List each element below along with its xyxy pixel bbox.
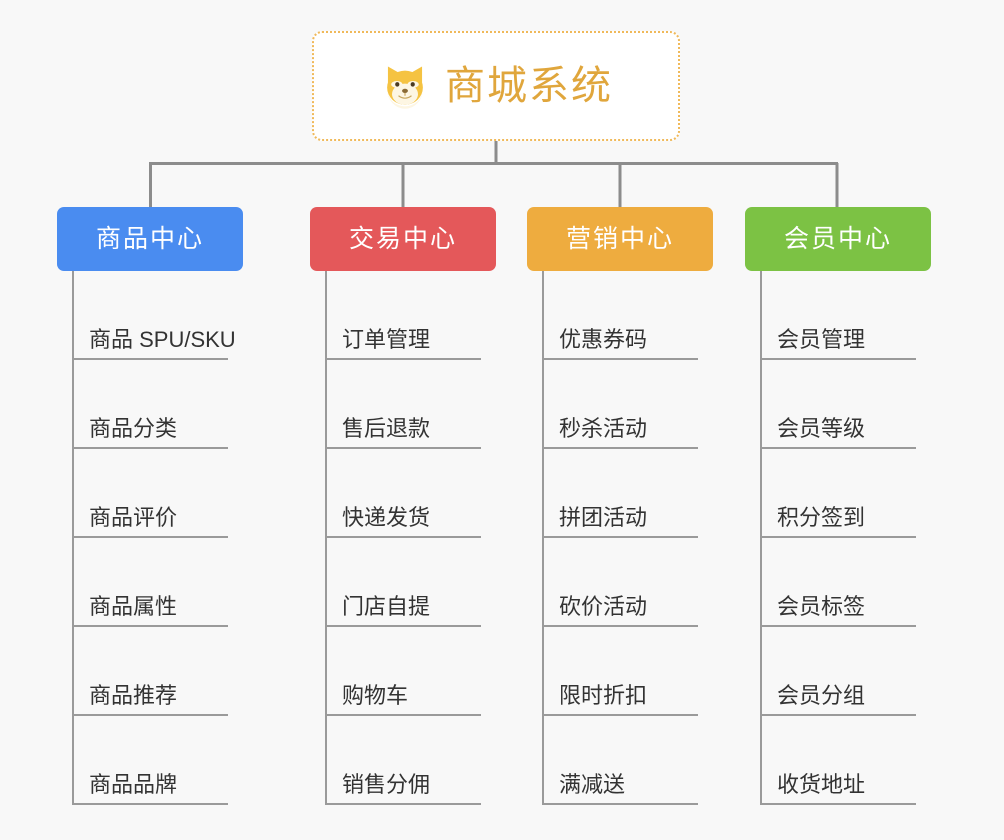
branch-label: 交易中心 <box>348 224 457 253</box>
leaf-list-product-center: 商品 SPU/SKU 商品分类 商品评价 商品属性 商品推荐 商品品牌 <box>57 271 243 805</box>
leaf-label: 商品品牌 <box>89 772 178 797</box>
leaf-item[interactable]: 拼团活动 <box>527 449 713 538</box>
leaf-underline <box>542 536 698 538</box>
leaf-item[interactable]: 订单管理 <box>310 271 496 360</box>
leaf-label: 商品 SPU/SKU <box>89 327 236 352</box>
leaf-spine <box>325 271 327 805</box>
leaf-label: 砍价活动 <box>559 594 648 619</box>
leaf-label: 购物车 <box>342 683 409 708</box>
leaf-list-trade-center: 订单管理 售后退款 快递发货 门店自提 购物车 销售分佣 <box>310 271 496 805</box>
leaf-item[interactable]: 积分签到 <box>745 449 931 538</box>
leaf-spine <box>760 271 762 805</box>
branch-header-product-center[interactable]: 商品中心 <box>57 207 243 271</box>
leaf-label: 商品推荐 <box>89 683 178 708</box>
leaf-underline <box>760 358 916 360</box>
leaf-underline <box>72 625 228 627</box>
leaf-item[interactable]: 商品评价 <box>57 449 243 538</box>
branch-header-trade-center[interactable]: 交易中心 <box>310 207 496 271</box>
leaf-underline <box>325 358 481 360</box>
branch-member-center: 会员中心 会员管理 会员等级 积分签到 会员标签 会员分组 <box>745 207 931 805</box>
leaf-underline <box>760 803 916 805</box>
root-title: 商城系统 <box>445 64 613 108</box>
leaf-item[interactable]: 售后退款 <box>310 360 496 449</box>
leaf-item[interactable]: 限时折扣 <box>527 627 713 716</box>
leaf-label: 商品属性 <box>89 594 178 619</box>
leaf-underline <box>542 714 698 716</box>
leaf-item[interactable]: 销售分佣 <box>310 716 496 805</box>
leaf-underline <box>542 447 698 449</box>
leaf-item[interactable]: 满减送 <box>527 716 713 805</box>
leaf-underline <box>760 447 916 449</box>
leaf-item[interactable]: 秒杀活动 <box>527 360 713 449</box>
leaf-spine <box>72 271 74 805</box>
branch-marketing-center: 营销中心 优惠券码 秒杀活动 拼团活动 砍价活动 限时折扣 <box>527 207 713 805</box>
leaf-list-marketing-center: 优惠券码 秒杀活动 拼团活动 砍价活动 限时折扣 满减送 <box>527 271 713 805</box>
leaf-item[interactable]: 购物车 <box>310 627 496 716</box>
branch-label: 营销中心 <box>565 224 674 253</box>
leaf-label: 满减送 <box>559 772 626 797</box>
leaf-label: 收货地址 <box>777 772 866 797</box>
branch-trade-center: 交易中心 订单管理 售后退款 快递发货 门店自提 购物车 <box>310 207 496 805</box>
leaf-label: 优惠券码 <box>559 327 648 352</box>
leaf-list-member-center: 会员管理 会员等级 积分签到 会员标签 会员分组 收货地址 <box>745 271 931 805</box>
leaf-spine <box>542 271 544 805</box>
leaf-underline <box>72 358 228 360</box>
branch-header-member-center[interactable]: 会员中心 <box>745 207 931 271</box>
leaf-label: 拼团活动 <box>559 505 648 530</box>
leaf-underline <box>325 625 481 627</box>
leaf-item[interactable]: 会员分组 <box>745 627 931 716</box>
leaf-underline <box>72 803 228 805</box>
leaf-label: 积分签到 <box>777 505 866 530</box>
leaf-label: 快递发货 <box>342 505 431 530</box>
leaf-underline <box>542 625 698 627</box>
leaf-underline <box>542 358 698 360</box>
leaf-label: 会员等级 <box>777 416 866 441</box>
leaf-item[interactable]: 商品分类 <box>57 360 243 449</box>
branch-product-center: 商品中心 商品 SPU/SKU 商品分类 商品评价 商品属性 商品推荐 <box>57 207 243 805</box>
leaf-item[interactable]: 门店自提 <box>310 538 496 627</box>
branch-header-marketing-center[interactable]: 营销中心 <box>527 207 713 271</box>
leaf-underline <box>325 447 481 449</box>
leaf-item[interactable]: 收货地址 <box>745 716 931 805</box>
leaf-underline <box>760 625 916 627</box>
leaf-label: 会员标签 <box>777 594 866 619</box>
leaf-underline <box>325 536 481 538</box>
leaf-label: 商品评价 <box>89 505 178 530</box>
leaf-label: 会员分组 <box>777 683 866 708</box>
leaf-underline <box>325 803 481 805</box>
leaf-label: 门店自提 <box>342 594 431 619</box>
leaf-item[interactable]: 优惠券码 <box>527 271 713 360</box>
leaf-underline <box>325 714 481 716</box>
leaf-underline <box>72 536 228 538</box>
leaf-underline <box>542 803 698 805</box>
root-node[interactable]: 商城系统 <box>312 31 680 141</box>
leaf-label: 商品分类 <box>89 416 178 441</box>
leaf-underline <box>760 714 916 716</box>
leaf-item[interactable]: 会员标签 <box>745 538 931 627</box>
leaf-underline <box>760 536 916 538</box>
leaf-item[interactable]: 商品属性 <box>57 538 243 627</box>
leaf-underline <box>72 447 228 449</box>
leaf-label: 售后退款 <box>342 416 431 441</box>
leaf-label: 会员管理 <box>777 327 866 352</box>
leaf-label: 限时折扣 <box>559 683 648 708</box>
shiba-dog-face-icon <box>379 60 431 112</box>
branch-label: 会员中心 <box>783 224 892 253</box>
branch-label: 商品中心 <box>95 224 204 253</box>
leaf-label: 销售分佣 <box>342 772 431 797</box>
leaf-label: 订单管理 <box>342 327 431 352</box>
leaf-item[interactable]: 商品推荐 <box>57 627 243 716</box>
leaf-underline <box>72 714 228 716</box>
leaf-item[interactable]: 快递发货 <box>310 449 496 538</box>
leaf-item[interactable]: 商品品牌 <box>57 716 243 805</box>
leaf-item[interactable]: 商品 SPU/SKU <box>57 271 243 360</box>
leaf-item[interactable]: 会员管理 <box>745 271 931 360</box>
leaf-item[interactable]: 砍价活动 <box>527 538 713 627</box>
leaf-item[interactable]: 会员等级 <box>745 360 931 449</box>
leaf-label: 秒杀活动 <box>559 416 648 441</box>
